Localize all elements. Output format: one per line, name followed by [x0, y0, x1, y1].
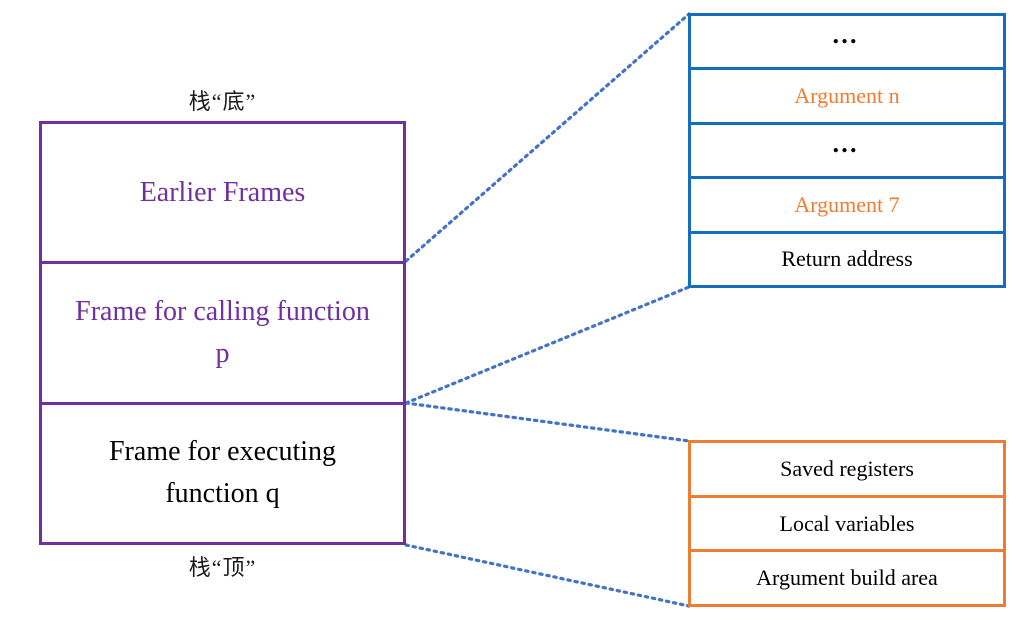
detail-row-argument-n: Argument n [691, 67, 1003, 121]
detail-row-argument-build-area: Argument build area [691, 549, 1003, 604]
detail-row-saved-registers: Saved registers [780, 455, 914, 481]
stack-box: Earlier Frames Frame for calling functio… [39, 121, 406, 545]
connector-frame-q-to-saved-top [404, 401, 691, 443]
executing-frame-detail-box: Saved registers Local variables Argument… [688, 440, 1006, 607]
ellipsis-text: … [831, 128, 863, 158]
stack-section-frame-calling-p: Frame for calling function p [42, 261, 403, 401]
detail-row-return-address: Return address [691, 230, 1003, 285]
stack-section-earlier-frames: Earlier Frames [139, 176, 306, 208]
connector-frame-p-to-args-bottom [404, 285, 691, 405]
stack-top-label: 栈“顶” [188, 555, 257, 580]
caller-frame-detail-box: … Argument n … Argument 7 Return address [688, 13, 1006, 288]
detail-row-ellipsis-upper: … [691, 16, 1003, 67]
connector-earlier-to-args-top [404, 12, 691, 263]
stack-section-frame-executing-q: Frame for executing function q [42, 401, 403, 542]
detail-row-local-variables: Local variables [691, 494, 1003, 550]
ellipsis-text: … [831, 19, 863, 49]
detail-row-ellipsis-lower: … [691, 121, 1003, 176]
stack-bottom-label: 栈“底” [188, 89, 257, 114]
connector-stack-top-to-build-bottom [404, 543, 691, 608]
detail-row-argument-7: Argument 7 [691, 176, 1003, 230]
